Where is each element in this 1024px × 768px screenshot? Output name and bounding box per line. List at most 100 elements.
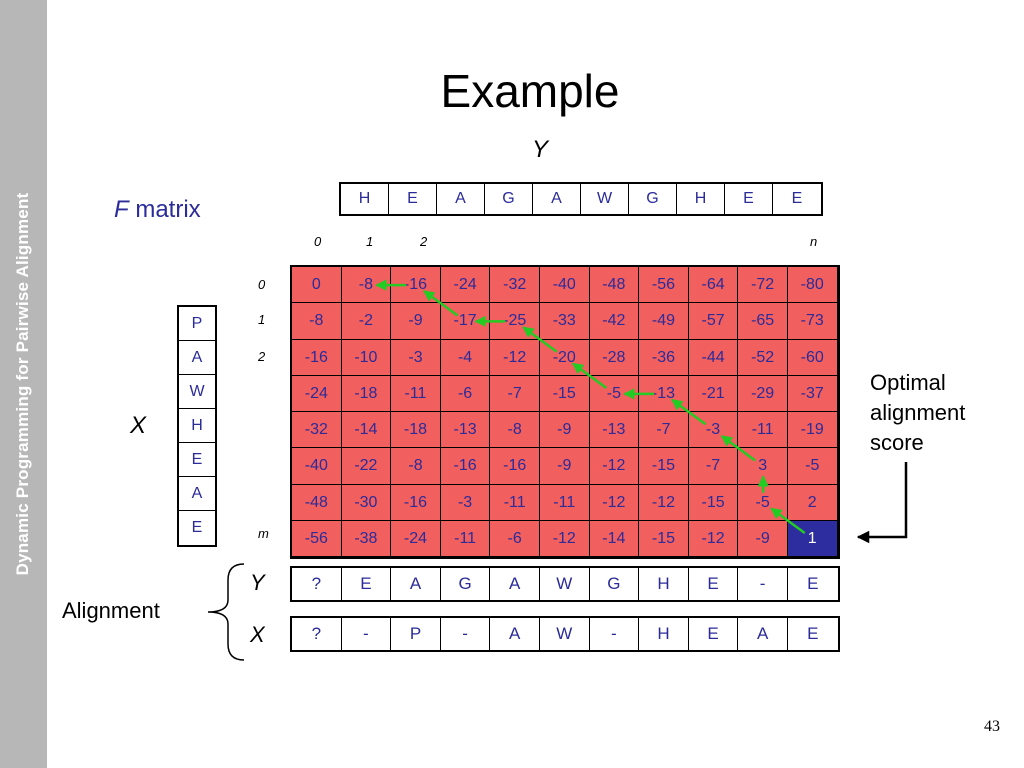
alignment-brace xyxy=(207,563,245,661)
row-index-m: m xyxy=(258,526,269,541)
alignment-y-cell: - xyxy=(738,568,788,600)
matrix-cell: -33 xyxy=(539,303,590,340)
alignment-y-cell: ? xyxy=(292,568,342,600)
y-sequence-cell: A xyxy=(437,184,485,214)
matrix-cell: -72 xyxy=(738,267,788,304)
matrix-cell: -13 xyxy=(440,412,491,449)
matrix-cell: -44 xyxy=(688,339,739,376)
alignment-x-cell: P xyxy=(391,618,441,650)
x-sequence-cell: P xyxy=(179,307,215,341)
alignment-x-cell: - xyxy=(342,618,392,650)
f-letter: F xyxy=(114,196,129,223)
alignment-x-cell: E xyxy=(807,624,819,643)
matrix-cell: 0 xyxy=(292,267,342,304)
alignment-y-cell: E xyxy=(342,568,392,600)
optimal-label-line3: score xyxy=(870,430,924,455)
alignment-x-cell: W xyxy=(540,618,590,650)
y-sequence-cell: H xyxy=(677,184,725,214)
sidebar: Dynamic Programming for Pairwise Alignme… xyxy=(0,0,47,768)
matrix-cell: -38 xyxy=(341,520,392,557)
alignment-y-cell: H xyxy=(639,568,689,600)
matrix-cell: -32 xyxy=(490,267,540,304)
matrix-cell: -24 xyxy=(292,375,342,412)
matrix-cell: -16 xyxy=(292,339,342,376)
y-sequence-label: Y xyxy=(532,136,549,163)
matrix-cell: -64 xyxy=(688,267,739,304)
matrix-cell: -57 xyxy=(688,303,739,340)
matrix-cell: -12 xyxy=(539,520,590,557)
matrix-cell: -11 xyxy=(440,520,491,557)
matrix-cell: -11 xyxy=(391,375,441,412)
alignment-x-cell: A xyxy=(490,618,540,650)
matrix-cell: -15 xyxy=(639,520,689,557)
alignment-x-cell: - xyxy=(590,618,640,650)
matrix-cell: -7 xyxy=(688,448,739,485)
matrix-cell: -9 xyxy=(539,448,590,485)
traceback-arrow xyxy=(423,290,459,317)
row-index-1: 1 xyxy=(258,312,266,327)
matrix-cell: -10 xyxy=(341,339,392,376)
matrix-cell: -19 xyxy=(787,412,838,449)
matrix-cell: -9 xyxy=(391,303,441,340)
matrix-cell: -42 xyxy=(589,303,640,340)
matrix-cell: -2 xyxy=(341,303,392,340)
matrix-cell: -11 xyxy=(539,484,590,521)
matrix-cell: -3 xyxy=(688,412,739,449)
x-sequence-cell: H xyxy=(179,409,215,443)
alignment-label: Alignment xyxy=(62,598,160,623)
matrix-cell: -8 xyxy=(391,448,441,485)
matrix-cell: -30 xyxy=(341,484,392,521)
optimal-label-line1: Optimal xyxy=(870,370,946,395)
matrix-cell: -16 xyxy=(391,484,441,521)
matrix-cell: -5 xyxy=(738,484,788,521)
matrix-cell: -12 xyxy=(490,339,540,376)
matrix-cell: 2 xyxy=(787,484,838,521)
matrix-cell: -15 xyxy=(539,375,590,412)
matrix-cell: -25 xyxy=(490,303,540,340)
alignment-y-cell: E xyxy=(689,568,739,600)
traceback-arrow xyxy=(571,362,608,389)
matrix-cell: -12 xyxy=(589,448,640,485)
matrix-cell: -14 xyxy=(589,520,640,557)
x-sequence-cell: W xyxy=(179,375,215,409)
matrix-cell: -12 xyxy=(639,484,689,521)
matrix-cell: -60 xyxy=(787,339,838,376)
alignment-y-cell: G xyxy=(590,568,640,600)
matrix-cell: -40 xyxy=(292,448,342,485)
matrix-cell: -15 xyxy=(688,484,739,521)
optimal-label-line2: alignment xyxy=(870,400,966,425)
matrix-cell: -56 xyxy=(292,520,342,557)
alignment-y-cell: E xyxy=(807,574,819,593)
alignment-x-label: X xyxy=(250,622,265,647)
alignment-y-cell: A xyxy=(391,568,441,600)
y-sequence-cell: H xyxy=(341,184,389,214)
column-index-n: n xyxy=(810,234,818,249)
traceback-arrow xyxy=(720,435,756,462)
matrix-cell: -6 xyxy=(490,520,540,557)
alignment-y-cell: A xyxy=(490,568,540,600)
y-sequence-cell: W xyxy=(581,184,629,214)
page-number: 43 xyxy=(984,718,1000,735)
matrix-cell: -56 xyxy=(639,267,689,304)
x-sequence-cell: A xyxy=(179,477,215,511)
matrix-cell: -11 xyxy=(490,484,540,521)
alignment-x-cell: ? xyxy=(292,618,342,650)
matrix-cell: -28 xyxy=(589,339,640,376)
matrix-cell: -18 xyxy=(341,375,392,412)
matrix-cell: -8 xyxy=(490,412,540,449)
matrix-cell: -40 xyxy=(539,267,590,304)
matrix-cell: -37 xyxy=(787,375,838,412)
matrix-cell: -73 xyxy=(787,303,838,340)
alignment-x-cell: - xyxy=(441,618,491,650)
matrix-cell: -20 xyxy=(539,339,590,376)
y-sequence-cell: E xyxy=(791,190,803,207)
matrix-cell: -5 xyxy=(787,448,838,485)
matrix-cell: -4 xyxy=(440,339,491,376)
matrix-cell: -7 xyxy=(490,375,540,412)
row-index-2: 2 xyxy=(258,349,266,364)
matrix-cell: -15 xyxy=(639,448,689,485)
